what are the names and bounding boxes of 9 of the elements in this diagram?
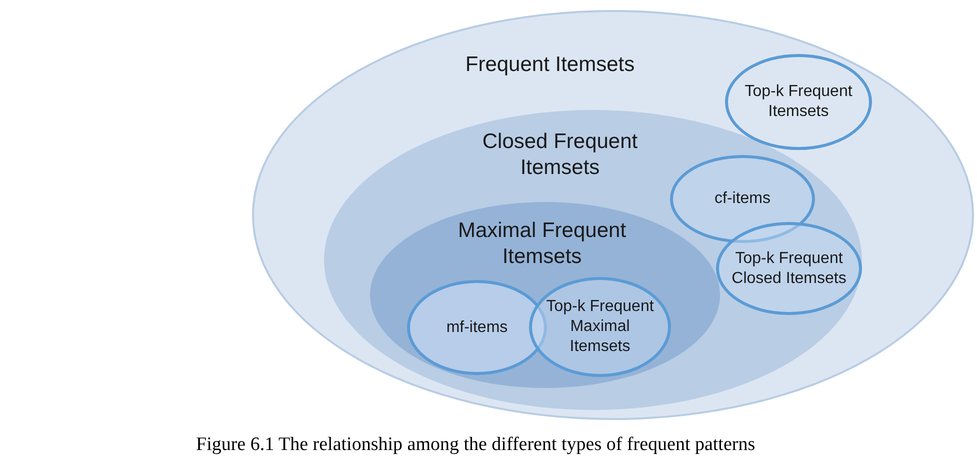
set-label: cf-items [714, 189, 772, 209]
set-label: Closed Frequent Itemsets [481, 129, 639, 182]
set-label: Top-k Frequent Itemsets [744, 82, 854, 122]
set-label: mf-items [445, 318, 509, 338]
figure-caption: Figure 6.1 The relationship among the different types of frequent patterns [196, 434, 756, 456]
set-label: Maximal Frequent Itemsets [456, 218, 628, 270]
set-label: Top-k Frequent Closed Itemsets [731, 248, 847, 288]
set-label: Top-k Frequent Maximal Itemsets [545, 297, 655, 357]
set-label: Frequent Itemsets [464, 52, 636, 78]
